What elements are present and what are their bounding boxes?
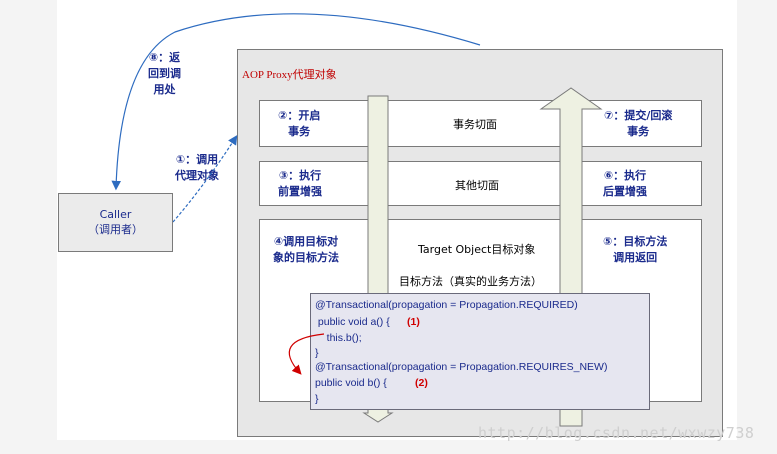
step-7-label: ⑦：提交/回滚 事务 xyxy=(604,109,673,138)
code-line-7: } xyxy=(315,393,319,405)
step-8-label: ⑧：返 回到调 用处 xyxy=(148,51,181,96)
step-4-label: ④调用目标对 象的目标方法 xyxy=(273,235,339,264)
code-panel: @Transactional(propagation = Propagation… xyxy=(310,293,650,410)
code-line-2: public void a() { xyxy=(315,316,390,328)
transaction-aspect-label: 事务切面 xyxy=(453,118,497,131)
code-line-5: @Transactional(propagation = Propagation… xyxy=(315,361,608,373)
target-method-label: 目标方法（真实的业务方法） xyxy=(399,275,542,288)
code-line-4: } xyxy=(315,347,319,359)
call-arrow xyxy=(172,134,238,223)
caller-name: Caller xyxy=(99,208,132,221)
step-3-label: ③：执行 前置增强 xyxy=(278,169,322,198)
proxy-title: AOP Proxy代理对象 xyxy=(242,69,337,81)
step-2-label: ②：开启 事务 xyxy=(278,109,321,138)
transaction-aspect-box xyxy=(259,100,702,147)
watermark: http://blog.csdn.net/wxwzy738 xyxy=(478,424,755,442)
code-marker-1: (1) xyxy=(407,316,420,328)
code-line-1: @Transactional(propagation = Propagation… xyxy=(315,299,578,311)
other-aspect-box xyxy=(259,161,702,206)
step-6-label: ⑥：执行 后置增强 xyxy=(603,169,647,198)
code-line-3: this.b(); xyxy=(315,332,362,344)
code-marker-2: (2) xyxy=(415,377,428,389)
other-aspect-label: 其他切面 xyxy=(455,179,499,192)
return-arrow xyxy=(111,13,481,191)
caller-subtitle: （调用者） xyxy=(88,223,143,236)
step-5-label: ⑤：目标方法 调用返回 xyxy=(603,235,668,264)
caller-box: Caller （调用者） xyxy=(58,193,173,252)
target-object-label: Target Object目标对象 xyxy=(418,243,536,256)
code-line-6: public void b() { xyxy=(315,377,387,389)
